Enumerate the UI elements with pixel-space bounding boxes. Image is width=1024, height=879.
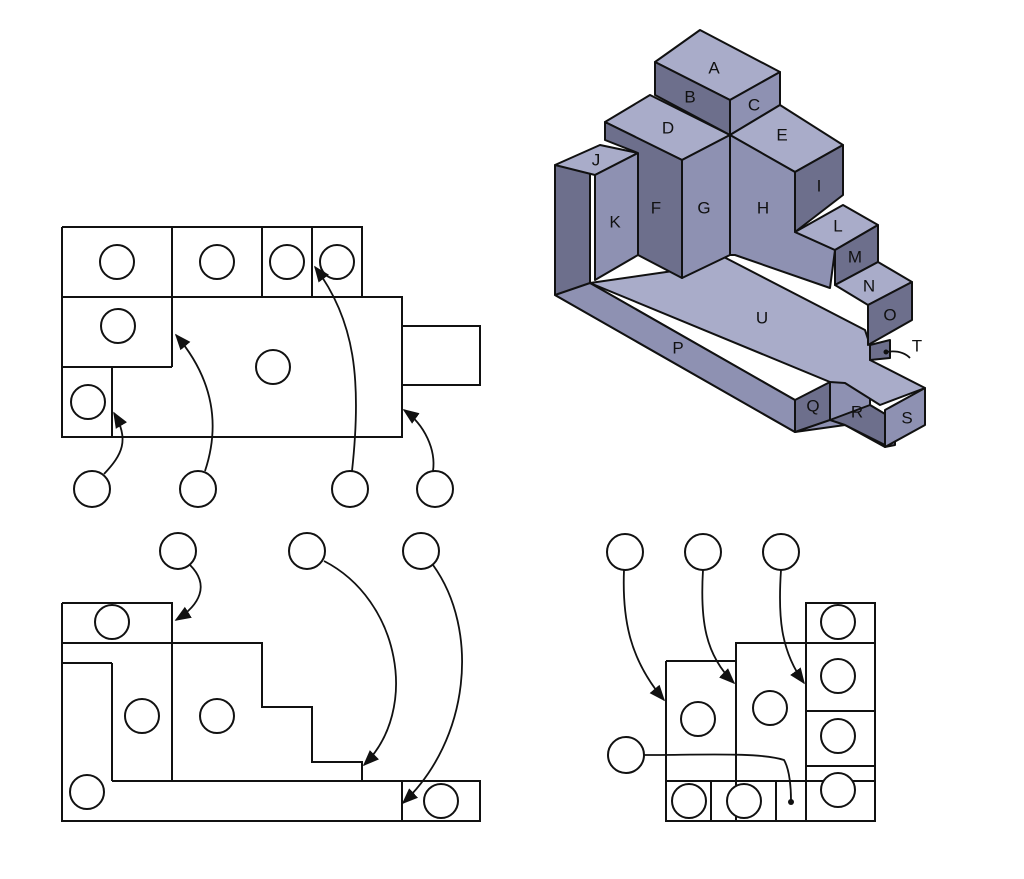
label-s: S	[901, 409, 912, 428]
label-b: B	[684, 88, 695, 107]
side-leader-3	[779, 569, 805, 685]
label-d: D	[662, 119, 674, 138]
label-c: C	[748, 96, 760, 115]
top-view	[61, 226, 481, 508]
front-leader-2	[323, 560, 397, 767]
top-blank-2[interactable]	[199, 244, 235, 280]
top-callout-3[interactable]	[331, 470, 369, 508]
side-leader-4-dot	[788, 799, 794, 805]
top-blank-4[interactable]	[319, 244, 355, 280]
leader-t-dot	[883, 349, 889, 355]
face-t	[869, 339, 891, 361]
side-leader-2	[701, 569, 736, 685]
top-callout-1[interactable]	[73, 470, 111, 508]
top-blank-6[interactable]	[255, 349, 291, 385]
front-callout-2[interactable]	[288, 532, 326, 570]
side-blank-4[interactable]	[820, 772, 856, 808]
top-leader-4	[402, 409, 435, 472]
label-m: M	[848, 248, 862, 267]
label-n: N	[863, 277, 875, 296]
front-callout-1[interactable]	[159, 532, 197, 570]
top-leader-1	[103, 411, 128, 475]
face-o	[867, 281, 913, 346]
top-view-outline	[61, 226, 481, 438]
top-blank-3[interactable]	[269, 244, 305, 280]
top-callout-2[interactable]	[179, 470, 217, 508]
label-p: P	[672, 339, 683, 358]
front-blank-5[interactable]	[423, 783, 459, 819]
top-blank-5[interactable]	[100, 308, 136, 344]
face-s	[884, 387, 926, 448]
side-blank-8[interactable]	[726, 783, 762, 819]
label-j: J	[592, 151, 601, 170]
face-i	[794, 144, 844, 233]
side-view	[606, 533, 876, 822]
label-f: F	[651, 199, 661, 218]
label-g: G	[697, 199, 710, 218]
side-leader-4	[643, 753, 792, 801]
front-leader-1	[174, 564, 202, 621]
side-blank-5[interactable]	[680, 701, 716, 737]
front-leader-3	[401, 564, 463, 805]
label-l: L	[833, 217, 842, 236]
label-t: T	[912, 337, 922, 356]
label-i: I	[817, 177, 822, 196]
label-e: E	[776, 126, 787, 145]
front-view	[61, 532, 481, 822]
front-blank-1[interactable]	[94, 604, 130, 640]
side-callout-2[interactable]	[684, 533, 722, 571]
side-callout-4[interactable]	[607, 736, 645, 774]
label-q: Q	[806, 397, 819, 416]
side-callout-3[interactable]	[762, 533, 800, 571]
label-r: R	[851, 403, 863, 422]
front-blank-4[interactable]	[69, 774, 105, 810]
top-leader-2	[174, 333, 214, 472]
isometric-view: A B C D E J F G H I K L M N O U T P Q R …	[554, 29, 926, 448]
label-o: O	[883, 306, 896, 325]
label-k: K	[609, 213, 621, 232]
side-blank-7[interactable]	[671, 783, 707, 819]
label-a: A	[708, 59, 720, 78]
front-blank-3[interactable]	[199, 698, 235, 734]
side-leader-1	[622, 569, 666, 702]
label-h: H	[757, 199, 769, 218]
side-blank-1[interactable]	[820, 604, 856, 640]
leader-t	[885, 350, 911, 359]
front-callout-3[interactable]	[402, 532, 440, 570]
side-callout-1[interactable]	[606, 533, 644, 571]
top-leader-3	[314, 265, 357, 472]
side-blank-6[interactable]	[752, 690, 788, 726]
front-blank-2[interactable]	[124, 698, 160, 734]
top-blank-1[interactable]	[99, 244, 135, 280]
top-blank-7[interactable]	[70, 384, 106, 420]
side-blank-2[interactable]	[820, 658, 856, 694]
top-callout-4[interactable]	[416, 470, 454, 508]
side-blank-3[interactable]	[820, 718, 856, 754]
label-u: U	[756, 309, 768, 328]
